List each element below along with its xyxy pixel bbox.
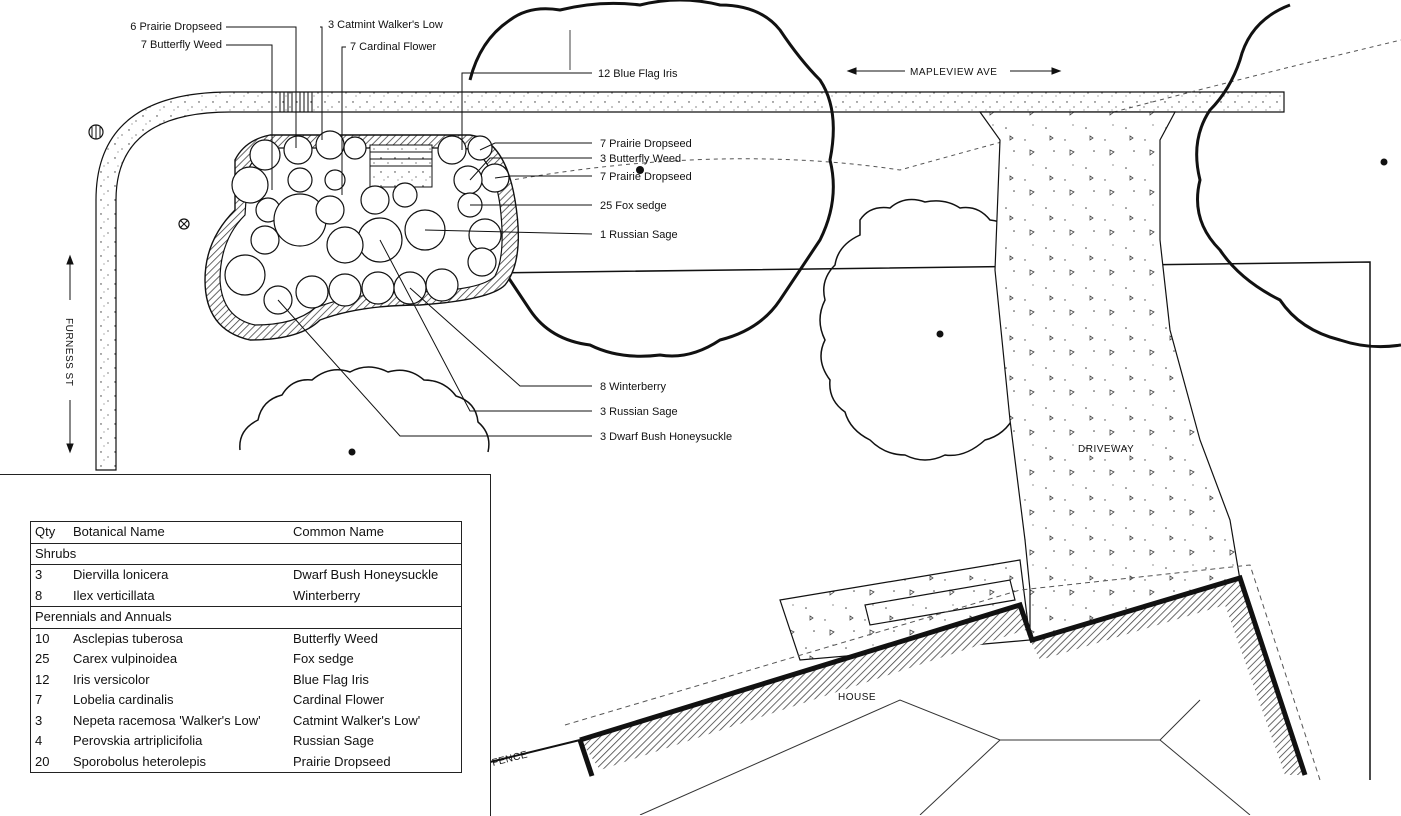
utility-symbols: [88, 124, 1388, 456]
table-row: 3 Diervilla lonicera Dwarf Bush Honeysuc…: [31, 565, 462, 586]
row-qty: 12: [35, 671, 50, 687]
house: [564, 564, 1321, 815]
section-row-perennials: Perennials and Annuals: [30, 606, 462, 629]
house-label: HOUSE: [838, 692, 876, 703]
street-label-furness: FURNESS ST: [63, 318, 74, 386]
leader-lines: [226, 26, 593, 437]
table-row: 25 Carex vulpinoidea Fox sedge: [31, 649, 462, 670]
callout-cardinal-flower-7: 7 Cardinal Flower: [350, 41, 437, 53]
section-row-shrubs: Shrubs: [30, 543, 462, 565]
header-botanical: Botanical Name: [69, 521, 289, 544]
tree-canopies: [239, 0, 1401, 461]
table-row: 7 Lobelia cardinalis Cardinal Flower: [31, 690, 462, 711]
row-common: Blue Flag Iris: [293, 671, 369, 687]
row-botanical: Asclepias tuberosa: [73, 630, 183, 646]
callout-prairie-dropseed-6: 6 Prairie Dropseed: [130, 21, 222, 33]
row-qty: 25: [35, 651, 50, 667]
row-qty: 4: [35, 733, 43, 749]
plant-symbols: [224, 130, 510, 315]
section-title: Perennials and Annuals: [30, 606, 462, 629]
row-common: Fox sedge: [293, 651, 354, 667]
header-common: Common Name: [289, 521, 462, 544]
row-qty: 7: [35, 692, 43, 708]
row-botanical: Lobelia cardinalis: [73, 692, 174, 708]
callout-dwarf-bush-honeysuckle-3: 3 Dwarf Bush Honeysuckle: [600, 431, 732, 443]
row-botanical: Perovskia artriplicifolia: [73, 733, 203, 749]
row-botanical: Carex vulpinoidea: [73, 651, 178, 667]
row-common: Russian Sage: [293, 733, 374, 749]
table-row: 4 Perovskia artriplicifolia Russian Sage: [31, 731, 462, 752]
row-botanical: Iris versicolor: [73, 671, 150, 687]
row-qty: 20: [35, 753, 50, 769]
row-common: Cardinal Flower: [293, 692, 385, 708]
property-line: [459, 39, 1401, 780]
row-qty: 3: [35, 567, 43, 583]
row-common: Winterberry: [293, 587, 361, 603]
table-row: 3 Nepeta racemosa 'Walker's Low' Catmint…: [31, 711, 462, 732]
callout-russian-sage-3: 3 Russian Sage: [600, 406, 678, 418]
table-row: 12 Iris versicolor Blue Flag Iris: [31, 670, 462, 691]
row-qty: 3: [35, 712, 43, 728]
callout-fox-sedge-25: 25 Fox sedge: [600, 200, 667, 212]
row-common: Catmint Walker's Low': [293, 712, 421, 728]
callout-prairie-dropseed-7b: 7 Prairie Dropseed: [600, 171, 692, 183]
table-row: 20 Sporobolus heterolepis Prairie Dropse…: [31, 752, 462, 773]
callout-russian-sage-1: 1 Russian Sage: [600, 229, 678, 241]
row-qty: 8: [35, 587, 43, 603]
callout-butterfly-weed-3: 3 Butterfly Weed: [600, 153, 681, 165]
callout-butterfly-weed-7: 7 Butterfly Weed: [141, 39, 222, 51]
row-botanical: Sporobolus heterolepis: [73, 753, 206, 769]
table-row: 10 Asclepias tuberosa Butterfly Weed: [31, 628, 462, 649]
row-botanical: Ilex verticillata: [73, 587, 155, 603]
row-botanical: Diervilla lonicera: [73, 567, 169, 583]
driveway-label: DRIVEWAY: [1078, 444, 1134, 455]
row-common: Butterfly Weed: [293, 630, 379, 646]
section-title: Shrubs: [30, 543, 462, 565]
header-qty: Qty: [30, 521, 69, 544]
street-arrows: [66, 67, 1062, 454]
fence: [489, 739, 581, 763]
fence-label: FENCE: [491, 749, 529, 768]
plant-schedule-table: Qty Botanical Name Common Name Shrubs 3 …: [30, 521, 462, 773]
row-botanical: Nepeta racemosa 'Walker's Low': [73, 712, 261, 728]
table-header-row: Qty Botanical Name Common Name: [30, 521, 462, 544]
driveway: [779, 111, 1241, 661]
row-qty: 10: [35, 630, 50, 646]
callout-winterberry-8: 8 Winterberry: [600, 381, 667, 393]
street-label-mapleview: MAPLEVIEW AVE: [910, 67, 997, 78]
callout-blue-flag-iris-12: 12 Blue Flag Iris: [598, 68, 678, 80]
plant-schedule-panel: Qty Botanical Name Common Name Shrubs 3 …: [0, 474, 491, 816]
callout-prairie-dropseed-7a: 7 Prairie Dropseed: [600, 138, 692, 150]
row-common: Prairie Dropseed: [293, 753, 391, 769]
callout-catmint-3: 3 Catmint Walker's Low: [328, 19, 443, 31]
table-row: 8 Ilex verticillata Winterberry: [31, 586, 462, 607]
plant-callouts: 6 Prairie Dropseed 7 Butterfly Weed 3 Ca…: [130, 19, 732, 443]
row-common: Dwarf Bush Honeysuckle: [293, 567, 439, 583]
